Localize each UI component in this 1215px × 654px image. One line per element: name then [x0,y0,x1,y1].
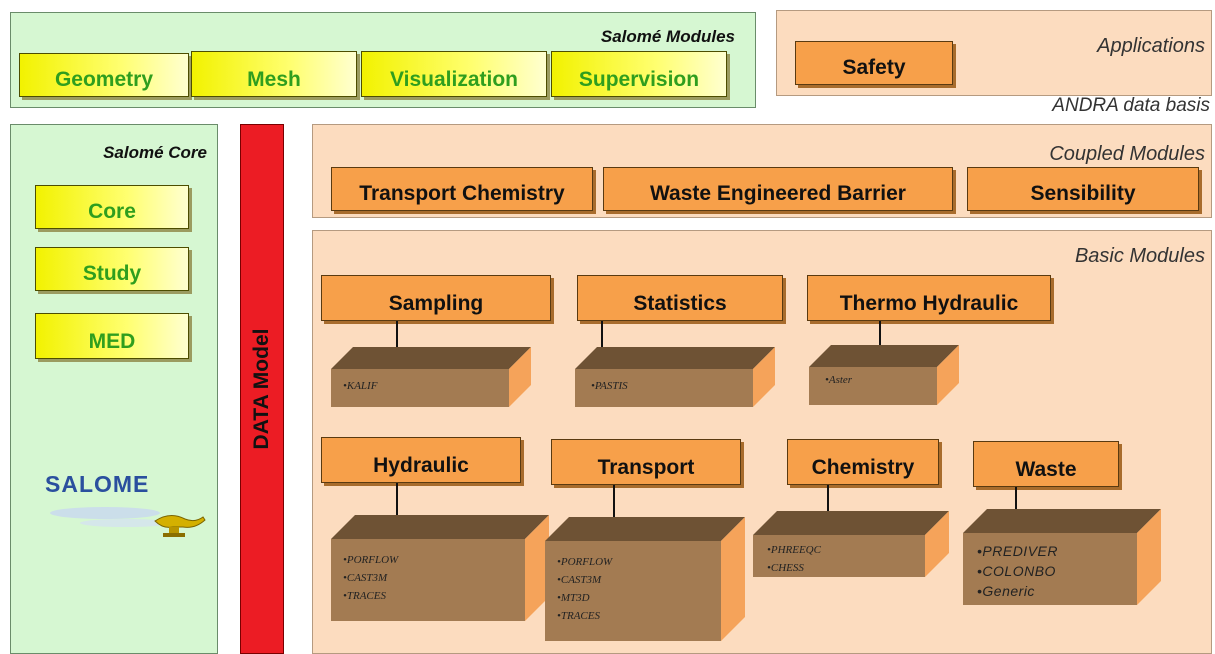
tool-cast3m: CAST3M [346,572,388,584]
tool-traces: TRACES [560,610,600,622]
basic-modules-title: Basic Modules [1074,245,1205,267]
tool-kalif: KALIF [346,380,378,392]
tool-mt3d: MT3D [560,592,590,604]
andra-data-basis-label: ANDRA data basis [1052,95,1210,116]
tool-cast3m: CAST3M [560,574,602,586]
tool-prediver: PREDIVER [982,543,1058,559]
data-model-label: DATA Model [250,328,273,450]
tool-colonbo: COLONBO [982,563,1056,579]
tool-porflow: PORFLOW [560,556,613,568]
tool-traces: TRACES [346,590,386,602]
safety-button[interactable]: Safety [795,41,953,85]
salome-logo: SALOME [45,471,215,545]
core-button[interactable]: Core [35,185,189,229]
chemistry-button[interactable]: Chemistry [787,439,939,485]
sampling-button[interactable]: Sampling [321,275,551,321]
salome-logo-text: SALOME [45,471,150,497]
salome-core-title: Salomé Core [103,143,207,162]
waste-engineered-barrier-button[interactable]: Waste Engineered Barrier [603,167,953,211]
tool-generic: Generic [982,583,1035,599]
salome-modules-panel: Salomé Modules Geometry Mesh Visualizati… [10,12,756,108]
tool-aster: Aster [828,374,853,386]
study-button[interactable]: Study [35,247,189,291]
salome-core-panel: Salomé Core Core Study MED SALOME [10,124,218,654]
tool-chess: CHESS [770,562,804,574]
thermo-hydraulic-button[interactable]: Thermo Hydraulic [807,275,1051,321]
visualization-button[interactable]: Visualization [361,51,547,97]
genie-lamp-icon [50,507,206,537]
statistics-button[interactable]: Statistics [577,275,783,321]
tool-porflow: PORFLOW [346,554,399,566]
geometry-button[interactable]: Geometry [19,53,189,97]
transport-button[interactable]: Transport [551,439,741,485]
coupled-modules-title: Coupled Modules [1049,143,1205,165]
data-model-bar: DATA Model [240,124,284,654]
sensibility-button[interactable]: Sensibility [967,167,1199,211]
salome-modules-title: Salomé Modules [600,27,735,46]
basic-modules-panel: Basic Modules Sampling Statistics Thermo… [312,230,1212,654]
supervision-button[interactable]: Supervision [551,51,727,97]
mesh-button[interactable]: Mesh [191,51,357,97]
applications-panel: Applications Safety [776,10,1212,96]
hydraulic-button[interactable]: Hydraulic [321,437,521,483]
transport-chemistry-button[interactable]: Transport Chemistry [331,167,593,211]
med-button[interactable]: MED [35,313,189,359]
tool-phreeqc: PHREEQC [770,544,821,556]
coupled-modules-panel: Coupled Modules Transport Chemistry Wast… [312,124,1212,218]
tool-pastis: PASTIS [594,380,628,392]
applications-title: Applications [1097,35,1205,57]
waste-button[interactable]: Waste [973,441,1119,487]
